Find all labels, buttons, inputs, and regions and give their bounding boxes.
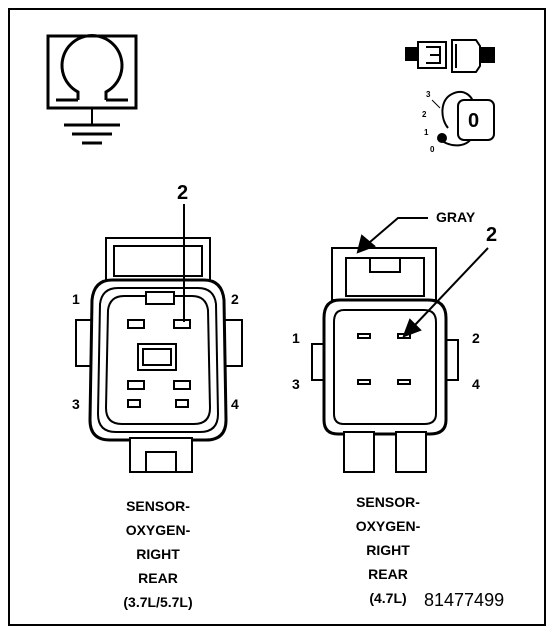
key-glyph: 0 bbox=[468, 110, 480, 132]
caption-line: OXYGEN- bbox=[125, 522, 191, 538]
caption-line: OXYGEN- bbox=[355, 518, 421, 534]
caption-line: (4.7L) bbox=[369, 590, 407, 606]
right-connector-caption: SENSOR- OXYGEN- RIGHT REAR (4.7L) bbox=[326, 490, 450, 610]
left-pin-2: 2 bbox=[231, 291, 239, 307]
caption-line: SENSOR- bbox=[126, 498, 190, 514]
key-position-1: 1 bbox=[424, 128, 429, 137]
gray-leader-arrow bbox=[356, 217, 428, 254]
key-position-2: 2 bbox=[422, 110, 427, 119]
left-pin-1: 1 bbox=[72, 291, 80, 307]
caption-line: (3.7L/5.7L) bbox=[123, 594, 193, 610]
right-callout-label: 2 bbox=[486, 224, 498, 246]
left-pin-4: 4 bbox=[231, 396, 239, 412]
right-pin-2: 2 bbox=[472, 330, 480, 346]
caption-line: RIGHT bbox=[366, 542, 410, 558]
gray-color-label: GRAY bbox=[436, 209, 476, 225]
left-connector-caption: SENSOR- OXYGEN- RIGHT REAR (3.7L/5.7L) bbox=[96, 494, 220, 614]
left-connector bbox=[75, 237, 243, 473]
key-position-3: 3 bbox=[426, 90, 431, 99]
diagram-frame bbox=[8, 8, 546, 626]
caption-line: REAR bbox=[138, 570, 178, 586]
right-pin-1: 1 bbox=[292, 330, 300, 346]
left-pin-3: 3 bbox=[72, 396, 80, 412]
ground-symbol-icon bbox=[46, 34, 138, 145]
connector-plug-icon bbox=[405, 39, 495, 73]
ignition-key-icon bbox=[431, 90, 495, 147]
right-pin-4: 4 bbox=[472, 376, 480, 392]
caption-line: RIGHT bbox=[136, 546, 180, 562]
right-connector bbox=[311, 247, 459, 473]
right-pin-3: 3 bbox=[292, 376, 300, 392]
caption-line: REAR bbox=[368, 566, 408, 582]
left-callout-label: 2 bbox=[177, 182, 189, 204]
right-callout-arrow bbox=[402, 247, 489, 338]
key-position-0: 0 bbox=[430, 145, 435, 154]
caption-line: SENSOR- bbox=[356, 494, 420, 510]
figure-number: 81477499 bbox=[424, 590, 505, 610]
